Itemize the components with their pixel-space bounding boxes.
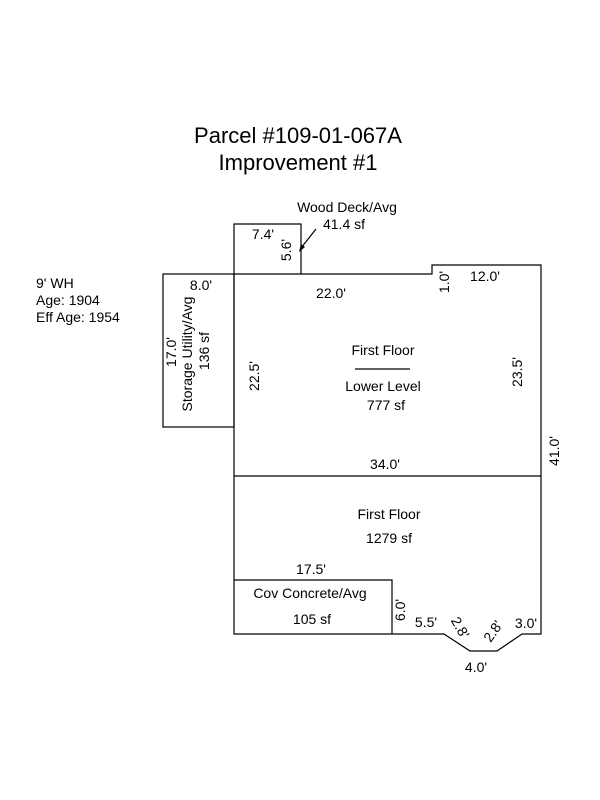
cov-concrete-area: 105 sf xyxy=(293,611,331,627)
first-floor-area: 1279 sf xyxy=(366,530,412,546)
dim-deck-depth: 5.6' xyxy=(278,239,294,261)
storage-name: Storage Utility/Avg xyxy=(179,297,195,412)
dim-porch-depth: 6.0' xyxy=(392,599,408,621)
storage-area: 136 sf xyxy=(196,332,212,370)
deck-pointer-arrowhead xyxy=(299,244,305,252)
wood-deck-area: 41.4 sf xyxy=(323,216,365,232)
first-floor-name: First Floor xyxy=(358,506,421,522)
dim-storage-width: 8.0' xyxy=(190,277,212,293)
cov-concrete-outline xyxy=(234,579,393,634)
dim-upper-width: 22.0' xyxy=(316,285,346,301)
main-building-outline xyxy=(233,264,542,652)
improvement-title: Improvement #1 xyxy=(219,150,378,175)
dim-storage-depth: 17.0' xyxy=(163,337,179,367)
dim-deck-width: 7.4' xyxy=(252,226,274,242)
dim-bay-width: 4.0' xyxy=(465,659,487,675)
eff-age-label: Eff Age: 1954 xyxy=(36,309,120,325)
storage-utility-outline xyxy=(162,273,235,428)
lower-level-name-2: Lower Level xyxy=(345,378,421,394)
wall-height-label: 9' WH xyxy=(36,275,74,291)
wood-deck-name: Wood Deck/Avg xyxy=(297,199,397,215)
deck-pointer-line xyxy=(300,228,317,249)
dim-divider-width: 34.0' xyxy=(370,456,400,472)
dim-right-upper-height: 23.5' xyxy=(509,357,525,387)
dim-step-height: 1.0' xyxy=(436,271,452,293)
dim-bottom-right-run: 3.0' xyxy=(515,615,537,631)
cov-concrete-name: Cov Concrete/Avg xyxy=(253,585,366,601)
dim-bay-right-diagonal: 2.8' xyxy=(480,617,506,644)
dim-bottom-run: 5.5' xyxy=(415,614,437,630)
dim-bay-left-diagonal: 2.8' xyxy=(448,614,473,641)
lower-level-name-1: First Floor xyxy=(352,342,415,358)
dim-porch-width: 17.5' xyxy=(296,561,326,577)
age-label: Age: 1904 xyxy=(36,292,100,308)
parcel-title: Parcel #109-01-067A xyxy=(194,123,402,148)
lower-level-area: 777 sf xyxy=(367,397,405,413)
dim-overall-right-height: 41.0' xyxy=(546,436,562,466)
dim-right-top-width: 12.0' xyxy=(470,268,500,284)
dim-left-upper-height: 22.5' xyxy=(246,361,262,391)
